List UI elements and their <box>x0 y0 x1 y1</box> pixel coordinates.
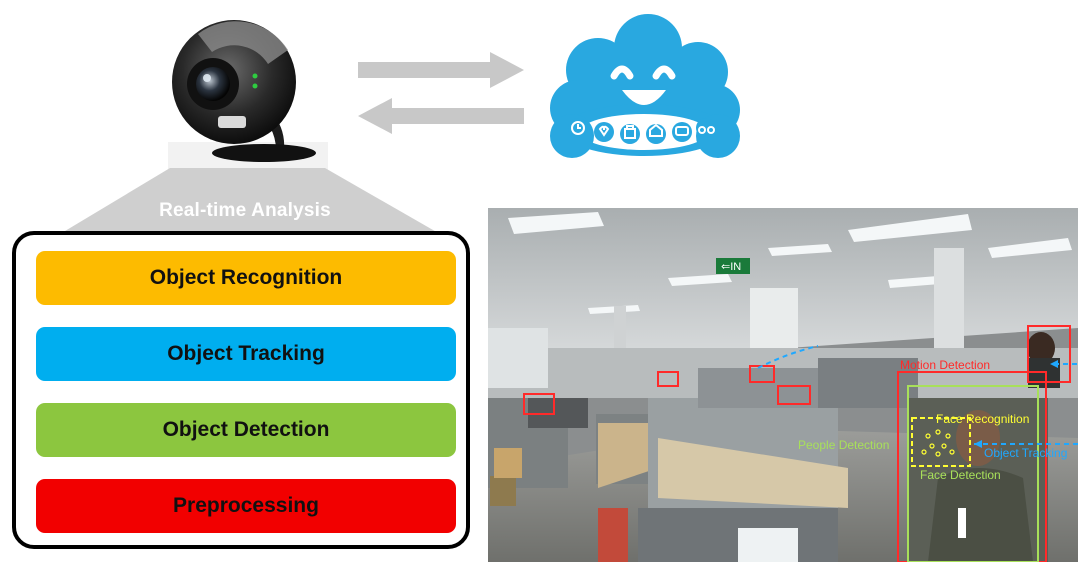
face-landmarks <box>921 429 955 457</box>
label-object-tracking: Object Tracking <box>984 446 1068 460</box>
people-detection-box <box>907 385 1039 562</box>
motion-box-3 <box>749 365 775 383</box>
motion-box-2 <box>657 371 679 387</box>
layer-object-tracking: Object Tracking <box>36 327 456 381</box>
camera-image <box>168 20 328 178</box>
cloud-mascot-icon <box>550 14 740 158</box>
svg-text:⇐IN: ⇐IN <box>721 261 741 273</box>
office-scene-image: ⇐IN <box>488 208 1078 562</box>
motion-box-1 <box>523 393 555 415</box>
motion-box-4 <box>777 385 811 405</box>
layer-preprocessing: Preprocessing <box>36 479 456 533</box>
face-detection-box <box>911 417 971 467</box>
motion-box-right <box>1027 325 1071 383</box>
arrow-right-icon <box>358 52 524 88</box>
detection-overlays <box>523 325 1078 562</box>
label-face-recognition: Face Recognition <box>936 412 1030 426</box>
label-people-detection: People Detection <box>798 438 890 452</box>
label-face-detection: Face Detection <box>920 468 1001 482</box>
layer-object-detection: Object Detection <box>36 403 456 457</box>
office-scene-drawing: ⇐IN <box>488 208 1078 562</box>
arrow-left-icon <box>358 98 524 134</box>
tracking-trail-1 <box>757 345 819 369</box>
analysis-stack: Object Recognition Object Tracking Objec… <box>12 231 470 549</box>
label-motion-detection: Motion Detection <box>900 358 991 372</box>
layer-object-recognition: Object Recognition <box>36 251 456 305</box>
motion-box-main <box>897 371 1047 562</box>
funnel-connector <box>60 168 440 234</box>
analysis-title: Real-time Analysis <box>159 200 331 221</box>
